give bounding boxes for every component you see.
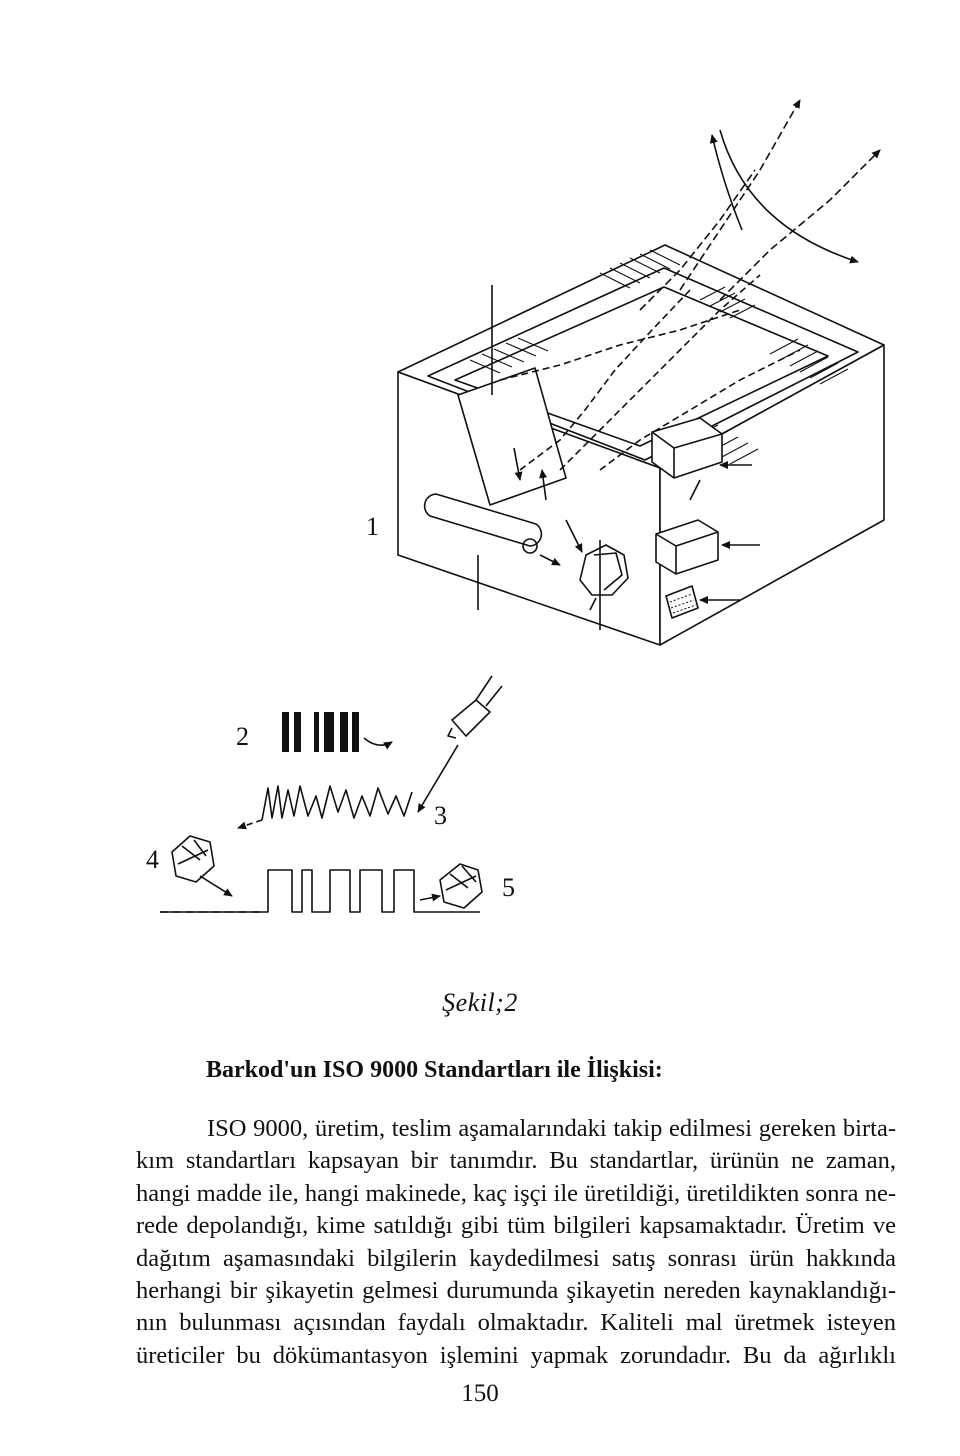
figure-label-4: 4	[146, 845, 159, 874]
barcode-scanner-figure	[160, 99, 885, 913]
paragraph-line: herhangi bir şikayetin gelmesi durumunda…	[136, 1277, 896, 1305]
paragraph-line: nın bulunması açısından faydalı olmaktad…	[136, 1309, 896, 1337]
paragraph-line: kım standartları kapsayan bir tanımdır. …	[136, 1147, 896, 1175]
figure-label-5: 5	[502, 873, 515, 902]
paragraph-line: dağıtım aşamasındaki bilgilerin kaydedil…	[136, 1244, 896, 1272]
paragraph-line: rede depolandığı, kime satıldığı gibi tü…	[136, 1212, 896, 1240]
figure-label-1: 1	[366, 512, 379, 541]
paragraph-line: ISO 9000, üretim, teslim aşamalarındaki …	[207, 1115, 896, 1142]
paragraph-line: üreticiler bu dökümantasyon işlemini yap…	[136, 1341, 896, 1369]
figure-label-2: 2	[236, 722, 249, 751]
figure-label-3: 3	[434, 801, 447, 830]
paragraph-line: hangi madde ile, hangi makinede, kaç işç…	[136, 1179, 896, 1207]
figure-caption: Şekil;2	[442, 988, 518, 1017]
section-heading: Barkod'un ISO 9000 Standartları ile İliş…	[206, 1057, 663, 1083]
page-number: 150	[461, 1380, 499, 1407]
body-paragraph: ISO 9000, üretim, teslim aşamalarındaki …	[136, 1113, 896, 1372]
